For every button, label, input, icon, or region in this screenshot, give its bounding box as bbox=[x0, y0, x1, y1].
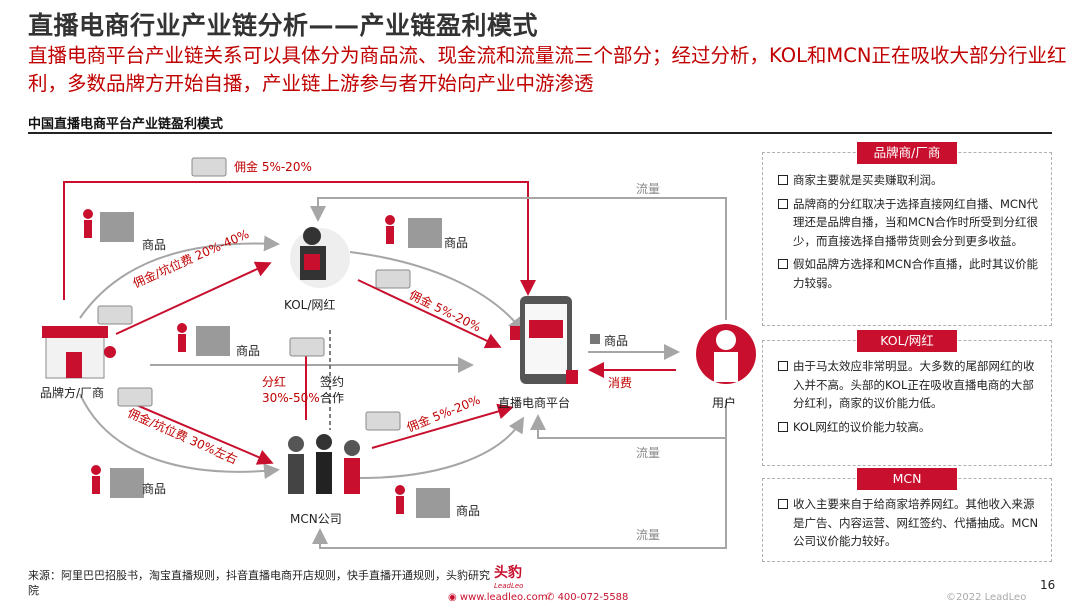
web-icon: ◉ bbox=[448, 592, 460, 603]
logo-subtext: LeadLeo bbox=[494, 582, 524, 590]
user-person-icon bbox=[696, 324, 756, 384]
traffic-label: 流量 bbox=[636, 528, 661, 542]
goods-crate-icon bbox=[100, 212, 450, 518]
page-title: 直播电商行业产业链分析——产业链盈利模式 bbox=[28, 11, 539, 40]
list-item: 品牌商的分红取决于选择直接网红自播、MCN代理还是品牌自播，当和MCN合作时所受… bbox=[777, 195, 1043, 251]
phone-platform-icon bbox=[510, 296, 578, 384]
worker-icon bbox=[83, 209, 405, 514]
goods-label: 商品 bbox=[142, 238, 167, 252]
goods-kol-platform-arrow bbox=[349, 251, 525, 334]
leadleo-logo: 头豹 LeadLeo bbox=[494, 562, 564, 590]
node-kol-label: KOL/网红 bbox=[284, 298, 336, 312]
panel-brand-list: 商家主要就是买卖赚取利润。 品牌商的分红取决于选择直接网红自播、MCN代理还是品… bbox=[777, 171, 1043, 298]
panel-kol-head: KOL/网红 bbox=[857, 330, 957, 352]
list-item: 由于马太效应非常明显。大多数的尾部网红的收入并不高。头部的KOL正在吸收直播电商… bbox=[777, 357, 1043, 413]
panel-kol-list: 由于马太效应非常明显。大多数的尾部网红的收入并不高。头部的KOL正在吸收直播电商… bbox=[777, 357, 1043, 441]
goods-brand-kol-arrow bbox=[79, 235, 280, 319]
commission-brand-mcn-arrow bbox=[119, 397, 274, 465]
sign-cooperation-label: 签约 合作 bbox=[320, 375, 345, 405]
flow-diagram bbox=[42, 157, 756, 549]
list-item: KOL网红的议价能力较高。 bbox=[777, 418, 1043, 437]
section-divider bbox=[28, 132, 1052, 134]
list-item: 收入主要来自于给商家培养网红。其他收入来源是广告、内容运营、网红签约、代播抽成。… bbox=[777, 495, 1043, 551]
traffic-top-arrow bbox=[310, 197, 727, 320]
panel-mcn: MCN 收入主要来自于给商家培养网红。其他收入来源是广告、内容运营、网红签约、代… bbox=[762, 468, 1052, 562]
goods-label: 商品 bbox=[444, 236, 469, 250]
profit-share-label: 分红 30%-50% bbox=[262, 375, 320, 405]
mcn-group-icon bbox=[288, 434, 360, 494]
panel-brand-head: 品牌商/厂商 bbox=[857, 142, 957, 164]
traffic-label: 流量 bbox=[636, 446, 661, 460]
goods-label: 商品 bbox=[142, 482, 167, 496]
package-icon bbox=[590, 334, 600, 344]
node-platform-label: 直播电商平台 bbox=[498, 396, 571, 410]
node-mcn-label: MCN公司 bbox=[290, 512, 342, 526]
commission-top-label: 佣金 5%-20% bbox=[234, 160, 312, 174]
node-brand-label: 品牌方/厂商 bbox=[40, 386, 105, 400]
website-link[interactable]: ◉ www.leadleo.com bbox=[448, 592, 548, 603]
goods-label: 商品 bbox=[236, 344, 261, 358]
goods-label: 商品 bbox=[456, 504, 481, 518]
commission-top-arrow bbox=[63, 181, 536, 300]
panel-brand: 品牌商/厂商 商家主要就是买卖赚取利润。 品牌商的分红取决于选择直接网红自播、M… bbox=[762, 142, 1052, 326]
phone-icon: ✆ bbox=[546, 592, 558, 603]
panel-mcn-list: 收入主要来自于给商家培养网红。其他收入来源是广告、内容运营、网红签约、代播抽成。… bbox=[777, 495, 1043, 556]
list-item: 假如品牌方选择和MCN合作直播，此时其议价能力较弱。 bbox=[777, 255, 1043, 292]
traffic-label: 流量 bbox=[636, 182, 661, 196]
goods-brand-mcn-arrow bbox=[79, 393, 280, 480]
source-note: 来源：阿里巴巴招股书，淘宝直播规则，抖音直播电商开店规则，快手直播开通规则，头豹… bbox=[28, 569, 490, 597]
copyright: ©2022 LeadLeo bbox=[946, 592, 1027, 603]
panel-mcn-head: MCN bbox=[857, 468, 957, 490]
phone-number: ✆ 400-072-5588 bbox=[546, 592, 629, 603]
consume-label: 消费 bbox=[608, 376, 633, 390]
page-subtitle: 直播电商平台产业链关系可以具体分为商品流、现金流和流量流三个部分；经过分析，KO… bbox=[28, 44, 1067, 95]
diagram-title: 中国直播电商平台产业链盈利模式 bbox=[28, 117, 224, 132]
logo-text: 头豹 bbox=[494, 565, 522, 581]
commission-kol-platform-arrow bbox=[357, 279, 502, 349]
node-user-label: 用户 bbox=[712, 396, 737, 410]
store-icon bbox=[42, 326, 116, 379]
goods-mcn-platform-arrow bbox=[359, 416, 525, 479]
commission-brand-kol-arrow bbox=[115, 261, 272, 335]
list-item: 商家主要就是买卖赚取利润。 bbox=[777, 171, 1043, 190]
page-number: 16 bbox=[1040, 578, 1056, 592]
panel-kol: KOL/网红 由于马太效应非常明显。大多数的尾部网红的收入并不高。头部的KOL正… bbox=[762, 330, 1052, 466]
kol-person-icon bbox=[290, 227, 350, 288]
traffic-bottom-arrow bbox=[312, 400, 727, 549]
goods-label: 商品 bbox=[604, 334, 629, 348]
commission-mcn-platform-arrow bbox=[371, 403, 514, 449]
money-icon bbox=[97, 157, 411, 431]
